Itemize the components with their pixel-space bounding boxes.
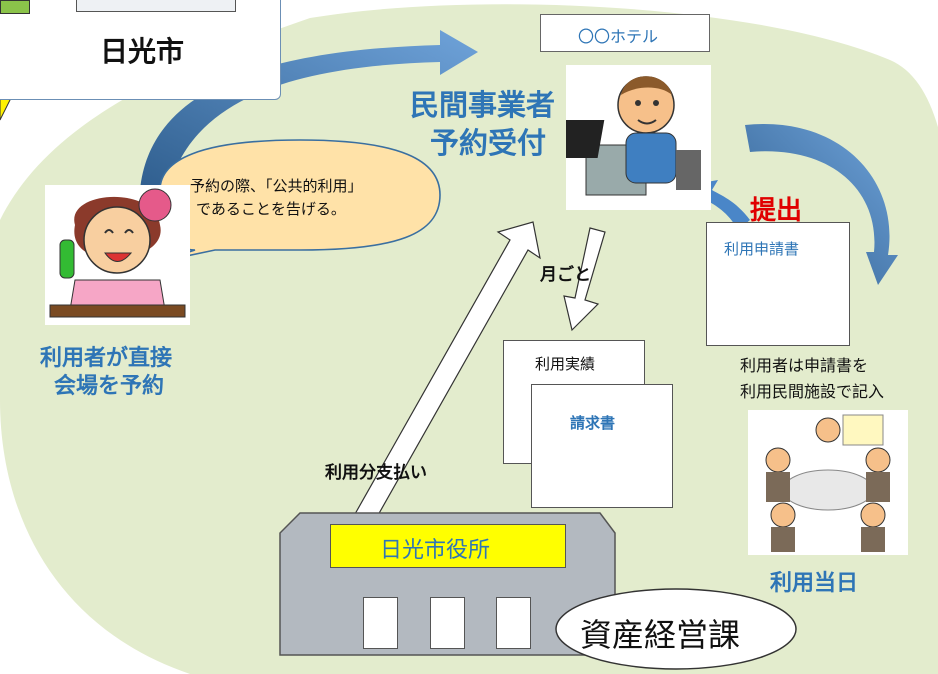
city-hall-window xyxy=(430,597,465,649)
operator-line2: 予約受付 xyxy=(430,126,547,160)
speech-line1: 予約の際、「公共的利用」 xyxy=(190,177,363,195)
user-note-line2: 利用民間施設で記入 xyxy=(740,382,885,401)
user-line1: 利用者が直接 xyxy=(40,346,173,371)
submit-label: 提出 xyxy=(750,196,803,226)
user-note-line1: 利用者は申請書を xyxy=(740,356,869,375)
city-panel-inner xyxy=(76,0,236,12)
application-form-label: 利用申請書 xyxy=(724,240,800,258)
payment-label: 利用分支払い xyxy=(325,463,427,483)
operator-illustration xyxy=(566,65,711,210)
results-doc-label: 利用実績 xyxy=(535,355,596,373)
monthly-label: 月ごと xyxy=(540,265,591,285)
city-panel xyxy=(0,0,281,100)
city-hall-window xyxy=(363,597,398,649)
meeting-illustration xyxy=(748,410,908,555)
hotel-box xyxy=(540,14,710,52)
user-line2: 会場を予約 xyxy=(54,374,165,399)
payment-arrow xyxy=(354,221,541,525)
reservation-arrow xyxy=(140,30,478,192)
department-label: 資産経営課 xyxy=(580,616,741,654)
monthly-arrow xyxy=(563,227,606,332)
operator-line1: 民間事業者 xyxy=(410,88,556,122)
city-label: 日光市 xyxy=(100,35,185,68)
department-ellipse xyxy=(555,588,797,670)
city-panel-icon xyxy=(0,0,30,14)
usage-day-label: 利用当日 xyxy=(770,571,859,596)
city-hall-window xyxy=(496,597,531,649)
hotel-label: 〇〇ホテル xyxy=(578,27,659,46)
dayof-arrow xyxy=(745,123,898,285)
speech-line2: であることを告げる。 xyxy=(196,200,346,218)
invoice-doc-label: 請求書 xyxy=(570,414,616,432)
city-hall-label: 日光市役所 xyxy=(380,538,491,563)
user-illustration xyxy=(45,185,190,325)
invoice-doc-box xyxy=(531,384,673,508)
city-hall-sign xyxy=(330,524,566,568)
application-form-box xyxy=(706,222,850,346)
